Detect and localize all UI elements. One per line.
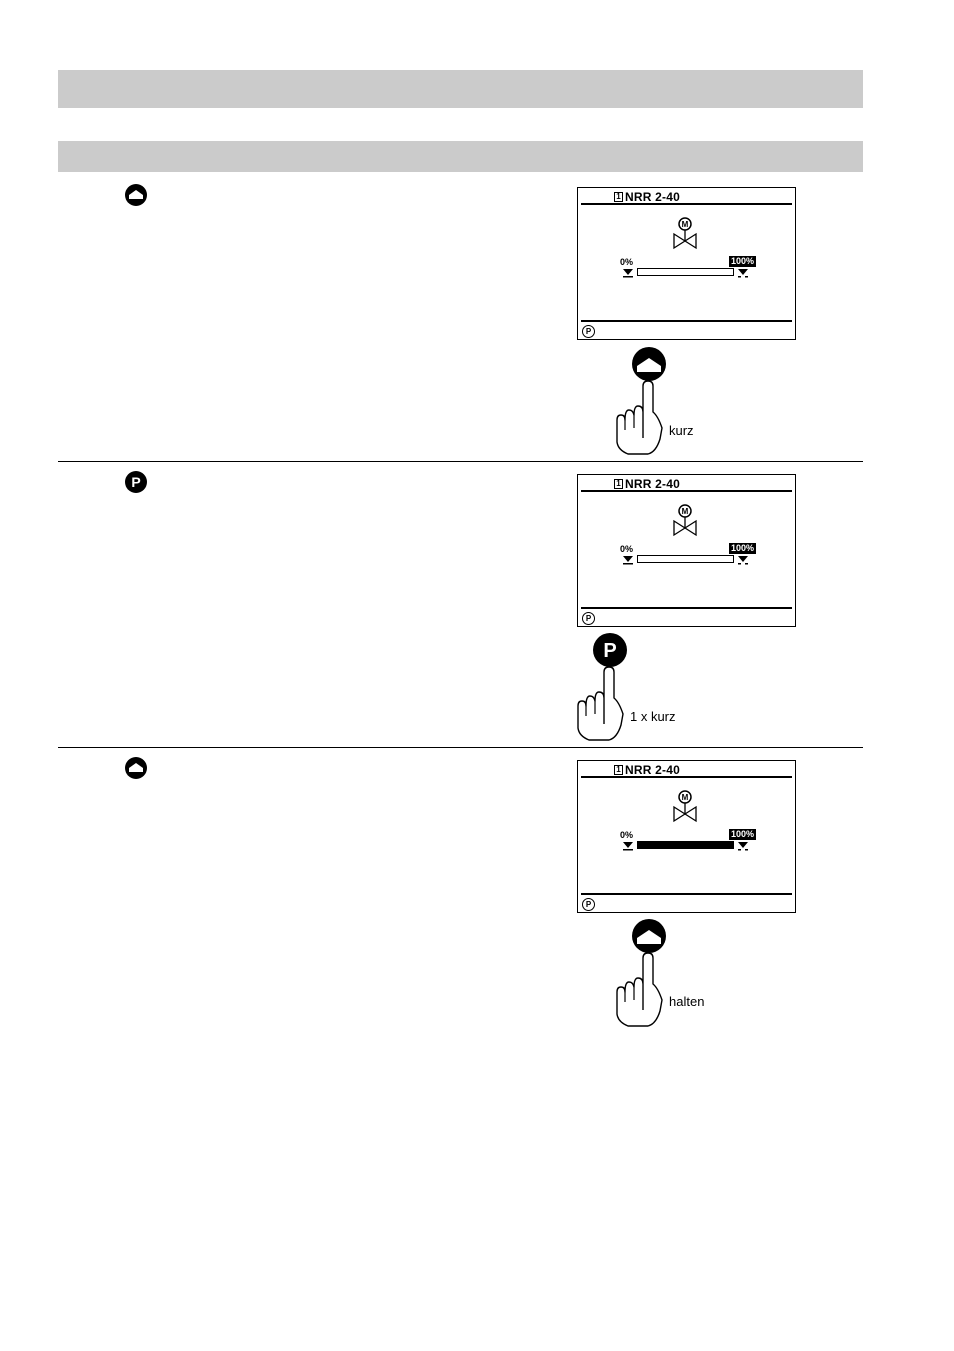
display-screen-1: 1 NRR 2-40 M 0% 100% P bbox=[577, 187, 796, 340]
home-icon bbox=[125, 184, 147, 206]
display-screen-2: 1 NRR 2-40 M 0% 100% P bbox=[577, 474, 796, 627]
screen-divider bbox=[581, 203, 792, 205]
device-name: NRR 2-40 bbox=[625, 763, 680, 777]
svg-text:P: P bbox=[603, 640, 616, 662]
max-label: 100% bbox=[729, 543, 757, 554]
channel-number: 1 bbox=[614, 192, 623, 202]
max-label: 100% bbox=[729, 256, 757, 267]
svg-text:M: M bbox=[682, 220, 689, 229]
home-button-hold-illustration bbox=[616, 919, 666, 1027]
screen-divider-bottom bbox=[581, 320, 792, 322]
p-indicator: P bbox=[582, 612, 595, 625]
action-label-1: kurz bbox=[669, 423, 694, 438]
position-bar-fill bbox=[638, 842, 733, 848]
min-label: 0% bbox=[620, 830, 634, 840]
p-icon: P bbox=[125, 471, 147, 493]
svg-text:M: M bbox=[682, 793, 689, 802]
position-bar bbox=[637, 555, 734, 563]
screen-divider bbox=[581, 776, 792, 778]
action-label-3: halten bbox=[669, 994, 705, 1009]
svg-text:M: M bbox=[682, 507, 689, 516]
channel-number: 1 bbox=[614, 479, 623, 489]
display-screen-3: 1 NRR 2-40 M 0% 100% P bbox=[577, 760, 796, 913]
min-label: 0% bbox=[620, 544, 634, 554]
screen-divider-bottom bbox=[581, 607, 792, 609]
min-marker-icon bbox=[623, 842, 633, 851]
screen-title: 1 NRR 2-40 bbox=[614, 189, 680, 205]
motor-valve-icon: M bbox=[673, 217, 697, 250]
max-marker-icon bbox=[738, 842, 748, 851]
p-button-icon bbox=[593, 633, 627, 667]
motor-valve-icon: M bbox=[673, 790, 697, 823]
header-band-section bbox=[58, 141, 863, 172]
p-button-press-illustration: P bbox=[577, 633, 627, 741]
device-name: NRR 2-40 bbox=[625, 477, 680, 491]
screen-divider bbox=[581, 490, 792, 492]
position-bar bbox=[637, 268, 734, 276]
step-divider-1 bbox=[58, 461, 863, 462]
screen-divider-bottom bbox=[581, 893, 792, 895]
home-button-press-illustration bbox=[616, 347, 666, 455]
p-indicator: P bbox=[582, 325, 595, 338]
home-icon bbox=[125, 757, 147, 779]
position-bar bbox=[637, 841, 734, 849]
min-marker-icon bbox=[623, 556, 633, 565]
screen-title: 1 NRR 2-40 bbox=[614, 476, 680, 492]
device-name: NRR 2-40 bbox=[625, 190, 680, 204]
min-marker-icon bbox=[623, 269, 633, 278]
screen-title: 1 NRR 2-40 bbox=[614, 762, 680, 778]
min-label: 0% bbox=[620, 257, 634, 267]
step-divider-2 bbox=[58, 747, 863, 748]
max-marker-icon bbox=[738, 556, 748, 565]
header-band-top bbox=[58, 70, 863, 108]
action-label-2: 1 x kurz bbox=[630, 709, 676, 724]
max-marker-icon bbox=[738, 269, 748, 278]
channel-number: 1 bbox=[614, 765, 623, 775]
p-indicator: P bbox=[582, 898, 595, 911]
max-label: 100% bbox=[729, 829, 757, 840]
motor-valve-icon: M bbox=[673, 504, 697, 537]
svg-text:P: P bbox=[131, 474, 140, 490]
